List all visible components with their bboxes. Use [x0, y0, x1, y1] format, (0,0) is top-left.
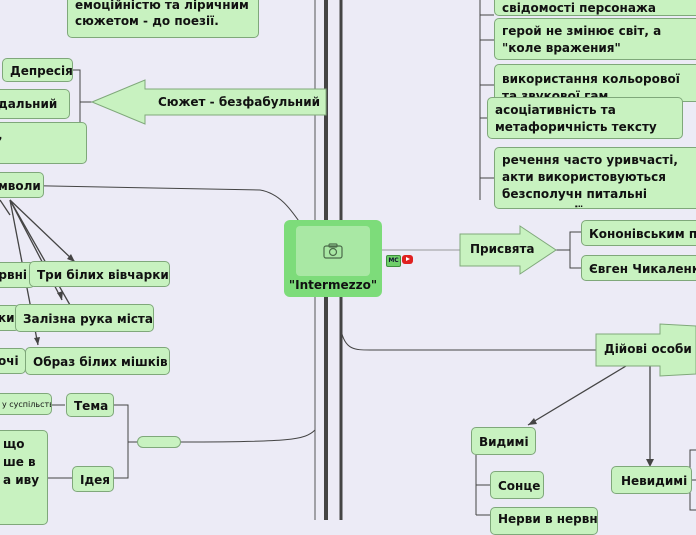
node-idea[interactable]: Ідея — [72, 466, 114, 492]
node-iron-hand[interactable]: Залізна рука міста — [15, 304, 154, 332]
node-sun[interactable]: Сонце — [490, 471, 544, 499]
camera-icon — [323, 243, 343, 259]
node-color-sound[interactable]: використання кольорової та звукової гам — [494, 64, 696, 102]
central-topic[interactable]: "Intermezzo" — [284, 220, 382, 297]
characters-label[interactable]: Дійові особи — [604, 342, 692, 356]
dedication-label[interactable]: Присвята — [470, 242, 535, 256]
node-kononivskym[interactable]: Кононівським по — [581, 220, 696, 246]
central-title: "Intermezzo" — [288, 278, 378, 292]
node-visible[interactable]: Видимі — [471, 427, 536, 455]
plot-label[interactable]: Сюжет - безфабульний — [158, 95, 321, 109]
node-comma[interactable]: , — [0, 122, 87, 164]
dedication-arrow-shape — [459, 225, 557, 275]
node-psych-state[interactable]: свідомості персонажа — [494, 0, 696, 16]
node-associative[interactable]: асоціативність та метафоричність тексту — [487, 97, 683, 139]
node-theme-idea-hub[interactable] — [137, 436, 181, 448]
node-invisible[interactable]: Невидимі — [611, 466, 692, 494]
node-sentences[interactable]: речення часто уривчасті, акти використов… — [494, 147, 696, 209]
node-three-sheepdogs[interactable]: Три білих вівчарки — [29, 261, 170, 287]
image-placeholder[interactable] — [296, 226, 370, 276]
plot-arrow-shape — [90, 79, 327, 125]
node-idea-text[interactable]: що ше в а иву — [0, 430, 48, 525]
node-white-bags[interactable]: Образ білих мішків — [25, 347, 170, 375]
node-symbols[interactable]: мволи — [0, 172, 44, 198]
mc-badge[interactable]: MC — [386, 255, 401, 267]
node-nerves[interactable]: Нерви в нервн — [490, 507, 598, 535]
node-hero-world[interactable]: герой не змінює світ, а "коле вражения" — [494, 18, 696, 60]
node-depression[interactable]: Депресія — [2, 58, 73, 82]
poetry-note[interactable]: емоційністю та ліричним сюжетом - до пое… — [67, 0, 259, 38]
node-dalnyi[interactable]: дальний — [0, 89, 70, 119]
node-society[interactable]: у суспільстві — [0, 393, 52, 415]
node-theme[interactable]: Тема — [66, 393, 114, 417]
node-ochi[interactable]: очі — [0, 348, 26, 374]
node-chykalenko[interactable]: Євген Чикаленк — [581, 255, 696, 281]
youtube-icon[interactable] — [402, 255, 413, 264]
characters-arrow-shape — [595, 323, 696, 377]
